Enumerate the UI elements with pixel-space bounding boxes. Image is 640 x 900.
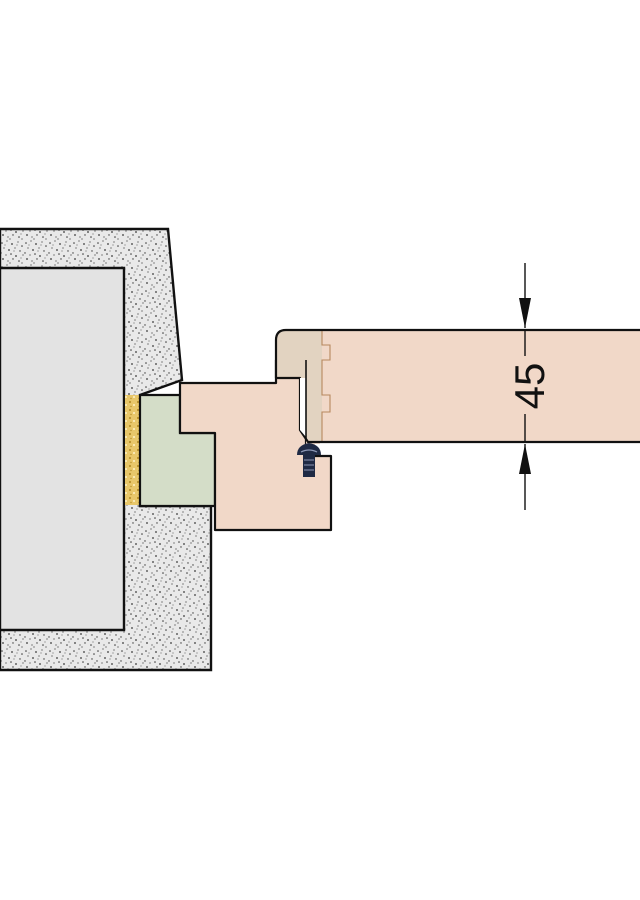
edge-interlock-line bbox=[321, 330, 331, 442]
dimension-annotation bbox=[519, 263, 531, 510]
insulation-strip bbox=[125, 395, 140, 505]
door-leaf-edge bbox=[276, 330, 322, 442]
rebate-gap bbox=[300, 378, 306, 437]
plaster-core bbox=[0, 266, 126, 632]
dimension-label: 45 bbox=[506, 363, 553, 410]
door-leaf bbox=[276, 330, 640, 446]
gasket-icon bbox=[297, 443, 321, 477]
arrow-icon bbox=[519, 298, 531, 328]
arrow-icon bbox=[519, 444, 531, 474]
